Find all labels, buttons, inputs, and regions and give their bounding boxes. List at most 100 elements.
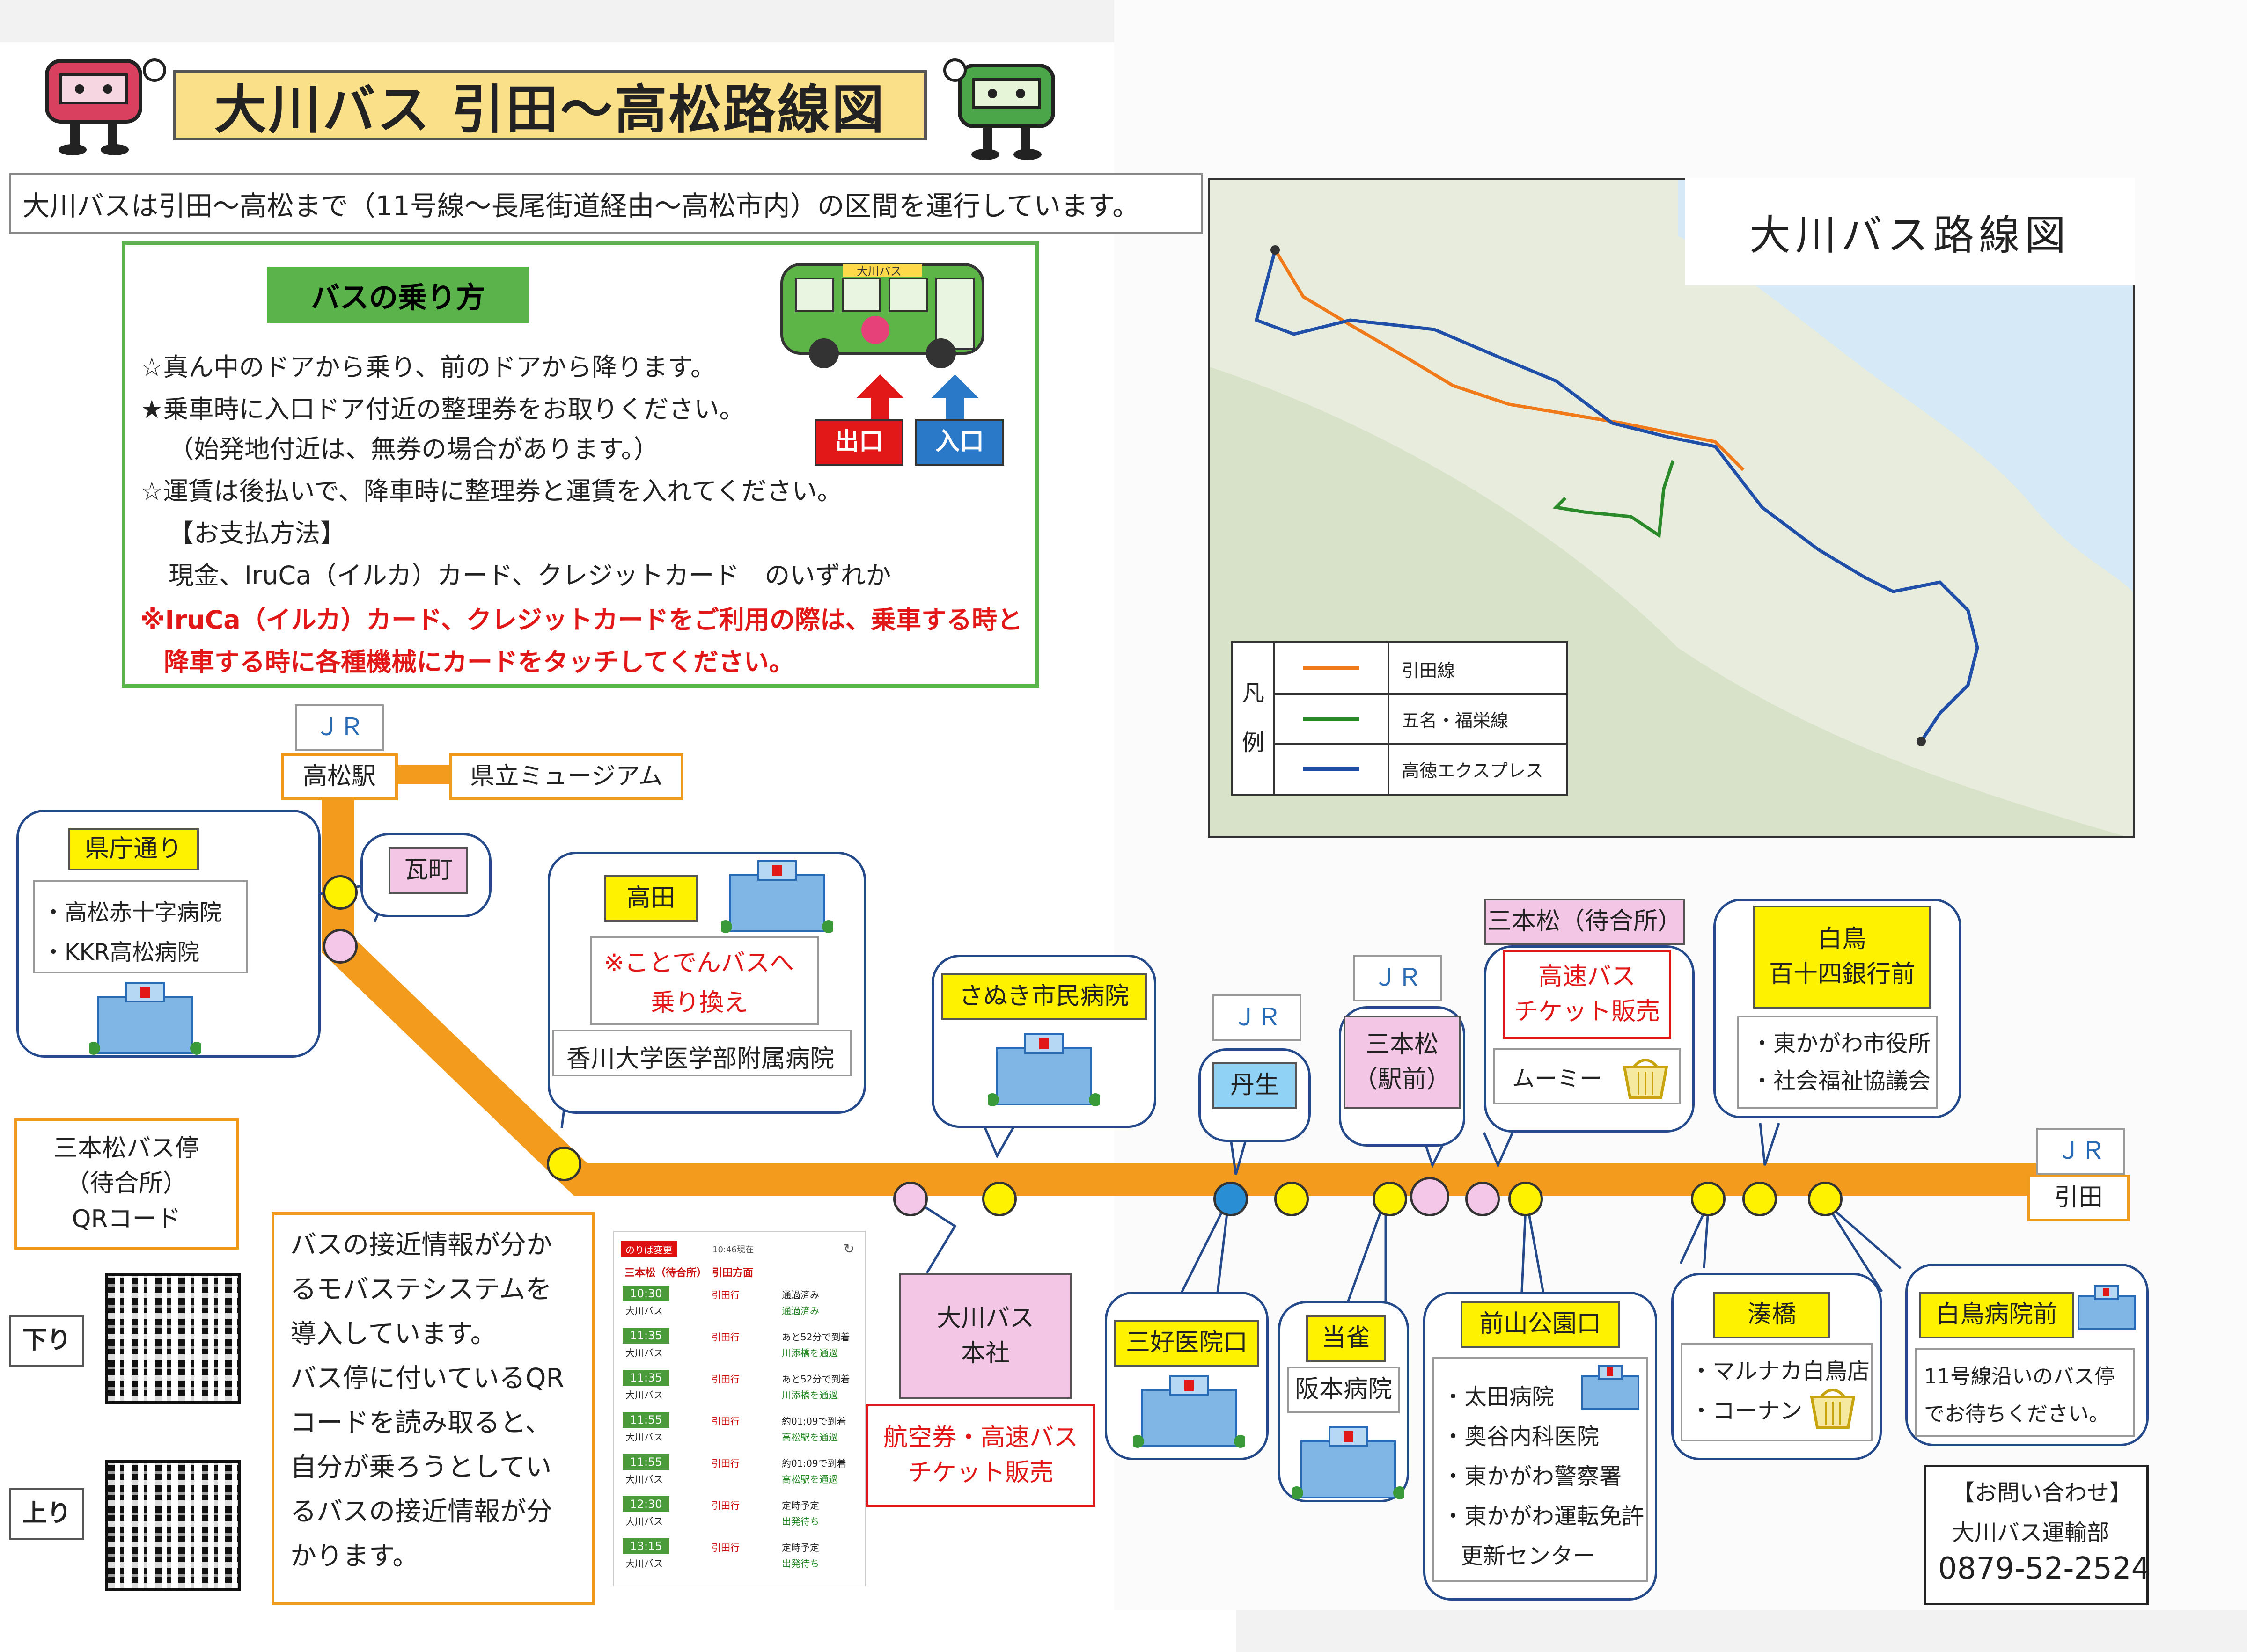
jr-badge: ＪＲ	[1212, 994, 1301, 1041]
takamatsu-station: 高松駅	[281, 753, 398, 800]
row-time: 13:15	[623, 1538, 669, 1554]
maeyama-item: ・東かがわ運転免許	[1442, 1503, 1645, 1529]
bus-ticket-line: チケット販売	[1513, 998, 1660, 1026]
row-sub: 川添橋を通過	[782, 1389, 838, 1401]
row-dest: 引田行	[712, 1500, 740, 1511]
howto-line: 【お支払方法】	[169, 519, 345, 548]
hospital-icon	[2078, 1285, 2136, 1330]
legend-heading: 凡例	[1233, 643, 1275, 794]
row-sub: 出発待ち	[782, 1516, 819, 1527]
hospital-icon	[89, 982, 201, 1055]
sakamoto-hospital: 阪本病院	[1287, 1367, 1400, 1413]
mobas-line: コードを読み取ると、	[290, 1408, 551, 1438]
tojaku-label: 当雀	[1306, 1315, 1386, 1362]
contact-phone[interactable]: 0879-52-2524	[1938, 1551, 2151, 1586]
hq-line: 大川バス	[936, 1304, 1034, 1332]
map-legend: 凡例 引田線 五名・福栄線 高徳エクスプレス	[1231, 641, 1568, 796]
miyoshi-label: 三好医院口	[1114, 1320, 1259, 1367]
row-op: 大川バス	[625, 1432, 663, 1443]
shirotori-hospital-note	[1915, 1348, 2135, 1437]
row-sub: 高松駅を通過	[782, 1474, 838, 1485]
kencho-item: ・KKR高松病院	[42, 939, 200, 965]
mumi-label: ムーミー	[1512, 1066, 1602, 1092]
bus-sign: 大川バス	[857, 265, 902, 278]
contact-box	[1924, 1465, 2149, 1605]
sanbonmatsu-line2: （駅前）	[1353, 1066, 1451, 1094]
contact-name: 大川バス運輸部	[1952, 1520, 2110, 1546]
hospital-icon	[1292, 1426, 1404, 1499]
shopping-basket-icon	[1623, 1059, 1668, 1099]
arrival-row[interactable]: 12:30 大川バス 引田行 定時予定出発待ち	[623, 1496, 857, 1527]
bus-stop-tojaku	[1373, 1182, 1407, 1216]
map-title: 大川バス路線図	[1685, 178, 2135, 285]
row-time: 11:35	[623, 1370, 669, 1386]
hiketa-station: 引田	[2027, 1175, 2130, 1221]
row-sub: 通過済み	[782, 1305, 819, 1316]
howto-line: ☆真ん中のドアから乗り、前のドアから降ります。	[140, 352, 716, 382]
mobas-line: 自分が乗ろうとしてい	[290, 1452, 552, 1483]
refresh-icon[interactable]: ↻	[844, 1241, 855, 1257]
howto-note: ※IruCa（イルカ）カード、クレジットカードをご利用の際は、乗車する時と	[140, 605, 1022, 635]
hq-line: 本社	[961, 1339, 1010, 1367]
kencho-item: ・高松赤十字病院	[42, 899, 222, 926]
row-status: あと52分で到着	[782, 1374, 850, 1385]
qr-caption-box: 三本松バス停（待合所）QRコード	[14, 1118, 239, 1250]
bus-stop-tanjo	[1213, 1182, 1248, 1216]
row-time: 12:30	[623, 1496, 669, 1512]
howto-line: ☆運賃は後払いで、降車時に整理券と運賃を入れてください。	[140, 476, 843, 506]
legend-swatch-gomyo	[1303, 717, 1359, 721]
row-sub: 川添橋を通過	[782, 1347, 838, 1359]
stop-heading: 三本松（待合所） 引田方面	[624, 1267, 754, 1279]
mobas-line: るモバステシステムを	[290, 1274, 552, 1305]
qr-code-down[interactable]	[105, 1273, 241, 1404]
howto-line: ★乗車時に入口ドア付近の整理券をお取りください。	[140, 395, 745, 424]
hospital-icon	[1133, 1375, 1245, 1448]
row-time: 11:35	[623, 1328, 669, 1344]
updated-time: 10:46現在	[712, 1245, 754, 1255]
legend-label: 高徳エクスプレス	[1402, 760, 1543, 781]
maeyama-item: ・奥谷内科医院	[1442, 1424, 1600, 1450]
machiai-label: 三本松（待合所）	[1484, 899, 1685, 945]
kawaramachi-label: 瓦町	[389, 847, 468, 894]
mobas-line: バスの接近情報が分か	[290, 1230, 552, 1260]
legend-swatch-hiketa	[1303, 666, 1359, 670]
how-to-ride-title: バスの乗り方	[267, 267, 529, 323]
row-op: 大川バス	[625, 1558, 663, 1569]
row-dest: 引田行	[712, 1289, 740, 1301]
row-op: 大川バス	[625, 1389, 663, 1401]
row-op: 大川バス	[625, 1516, 663, 1527]
tanjo-label: 丹生	[1212, 1062, 1297, 1109]
hospital-icon	[988, 1033, 1100, 1106]
down-label: 下り	[9, 1315, 84, 1367]
air-ticket-line: チケット販売	[907, 1459, 1054, 1487]
takada-note: 乗り換え	[651, 989, 749, 1017]
takada-hospital: 香川大学医学部附属病院	[566, 1045, 835, 1073]
mobas-line: かります。	[290, 1541, 419, 1572]
qr-caption-line: （待合所）	[65, 1170, 187, 1198]
intro-text: 大川バスは引田〜高松まで（11号線〜長尾街道経由〜高松市内）の区間を運行していま…	[9, 173, 1203, 234]
row-status: 通過済み	[782, 1289, 819, 1301]
howto-note: 降車する時に各種機械にカードをタッチしてください。	[164, 647, 794, 677]
row-op: 大川バス	[625, 1347, 663, 1359]
bus-ticket-line: 高速バス	[1538, 962, 1636, 991]
maeyama-label: 前山公園口	[1461, 1301, 1620, 1348]
bus-stop-shirotori-hospital	[1808, 1182, 1843, 1216]
shirotori-item: ・東かがわ市役所	[1751, 1031, 1931, 1057]
takada-note: ※ことでんバスへ	[604, 949, 794, 977]
row-status: 定時予定	[782, 1500, 819, 1511]
kencho-list	[33, 880, 248, 973]
bus-stop-takada	[547, 1147, 581, 1181]
qr-caption-line: 三本松バス停	[53, 1134, 199, 1162]
minato-item: ・コーナン	[1690, 1398, 1803, 1424]
row-sub: 高松駅を通過	[782, 1432, 838, 1443]
bus-stop-shirotori	[1742, 1182, 1777, 1216]
qr-code-up[interactable]	[105, 1460, 241, 1591]
air-ticket-line: 航空券・高速バス	[883, 1423, 1078, 1452]
